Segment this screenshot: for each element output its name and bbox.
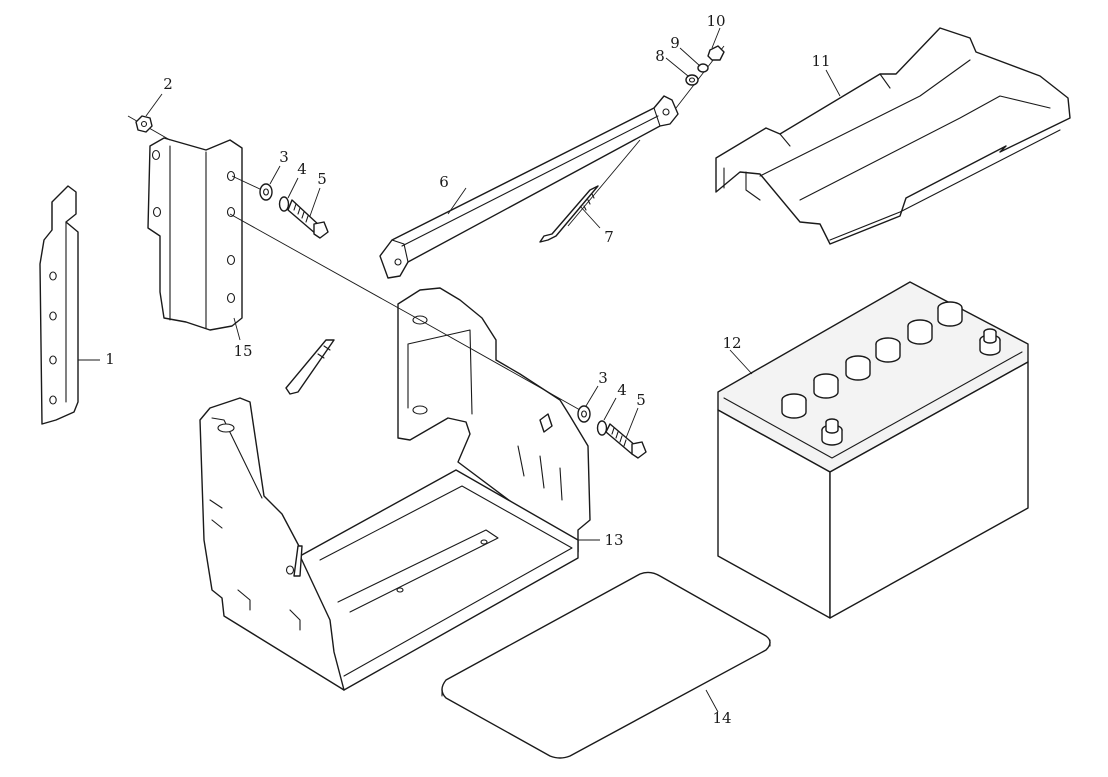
callout-3-lower: 3 — [598, 369, 608, 387]
callout-5-upper: 5 — [317, 170, 327, 188]
part-11-battery-cover — [715, 27, 1071, 245]
callout-12: 12 — [722, 334, 741, 352]
callout-4-lower: 4 — [617, 381, 627, 399]
callout-1: 1 — [105, 350, 115, 368]
fastener-stack-lower — [229, 213, 647, 459]
callout-2: 2 — [163, 75, 173, 93]
callout-11: 11 — [811, 52, 830, 70]
fastener-stack-top — [675, 45, 725, 109]
part-14-mat — [441, 571, 771, 759]
part-1-narrow-bracket — [39, 185, 79, 425]
battery-caps — [781, 301, 963, 419]
part-13-battery-tray — [199, 287, 591, 691]
callout-labels: 1 2 3 4 5 6 7 8 9 10 11 12 13 14 15 3 4 … — [105, 12, 830, 727]
callout-13: 13 — [604, 531, 623, 549]
part-6-rod — [379, 95, 679, 279]
pin-part — [285, 339, 335, 395]
part-15-bracket — [147, 137, 243, 331]
leader-lines — [78, 27, 841, 713]
part-2-nut — [127, 115, 171, 141]
fastener-stack-upper — [231, 175, 329, 239]
callout-5-lower: 5 — [636, 391, 646, 409]
battery-terminals — [821, 328, 1001, 446]
callout-15: 15 — [233, 342, 252, 360]
part-12-battery — [717, 281, 1029, 619]
part-7-hook-bolt — [539, 185, 599, 243]
callout-14: 14 — [712, 709, 731, 727]
callout-10: 10 — [706, 12, 725, 30]
callout-8: 8 — [655, 47, 665, 65]
callout-9: 9 — [670, 34, 680, 52]
callout-6: 6 — [439, 173, 449, 191]
callout-4-upper: 4 — [297, 160, 307, 178]
callout-7: 7 — [604, 228, 614, 246]
callout-3-upper: 3 — [279, 148, 289, 166]
